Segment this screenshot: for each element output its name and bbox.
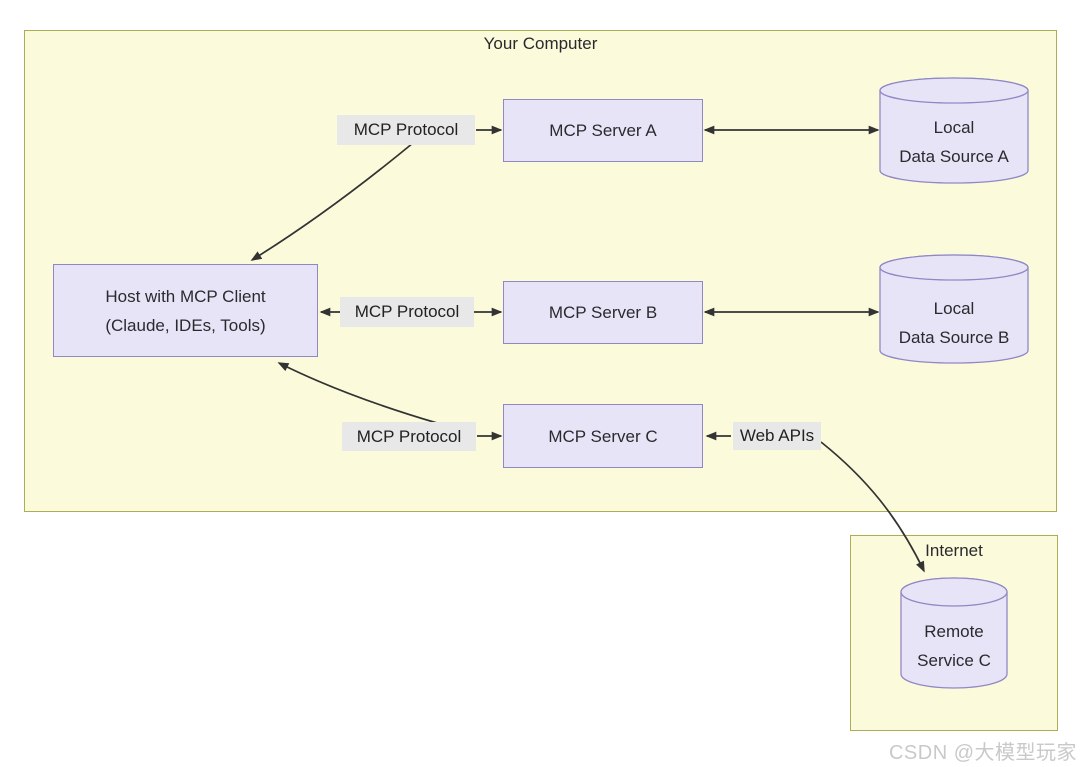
edge-label-mcp-protocol-c: MCP Protocol: [342, 422, 476, 451]
datasource-a-cylinder: [879, 77, 1029, 184]
host-node-label: Host with MCP Client (Claude, IDEs, Tool…: [105, 286, 266, 335]
internet-title: Internet: [925, 541, 983, 560]
remote-service-c-label: Remote Service C: [917, 622, 991, 670]
edge-protocol-c-to-host: [277, 362, 438, 424]
csdn-watermark: CSDN @大模型玩家: [888, 742, 1077, 764]
internet-container: Internet: [850, 535, 1058, 731]
remote-service-c-cylinder: [900, 577, 1008, 689]
mcp-server-b-label: MCP Server B: [548, 303, 658, 322]
your-computer-title: Your Computer: [483, 34, 598, 53]
edge-label-web-apis: Web APIs: [733, 422, 821, 450]
mcp-server-c-label: MCP Server C: [548, 426, 658, 446]
datasource-b-label: Local Data Source B: [898, 299, 1010, 347]
mcp-server-a-node: MCP Server A: [503, 99, 703, 162]
edge-webapis-to-remote-service: [820, 441, 925, 573]
edge-protocol-a-to-host: [250, 142, 414, 261]
datasource-b-cylinder: [879, 254, 1029, 364]
datasource-a-label: Local Data Source A: [899, 118, 1009, 166]
edge-label-mcp-protocol-b: MCP Protocol: [340, 297, 474, 327]
mcp-server-a-label: MCP Server A: [549, 121, 657, 140]
host-node: Host with MCP Client (Claude, IDEs, Tool…: [53, 264, 318, 357]
mcp-server-c-node: MCP Server C: [503, 404, 703, 468]
mcp-server-b-node: MCP Server B: [503, 281, 703, 344]
edge-label-mcp-protocol-a: MCP Protocol: [337, 115, 475, 145]
